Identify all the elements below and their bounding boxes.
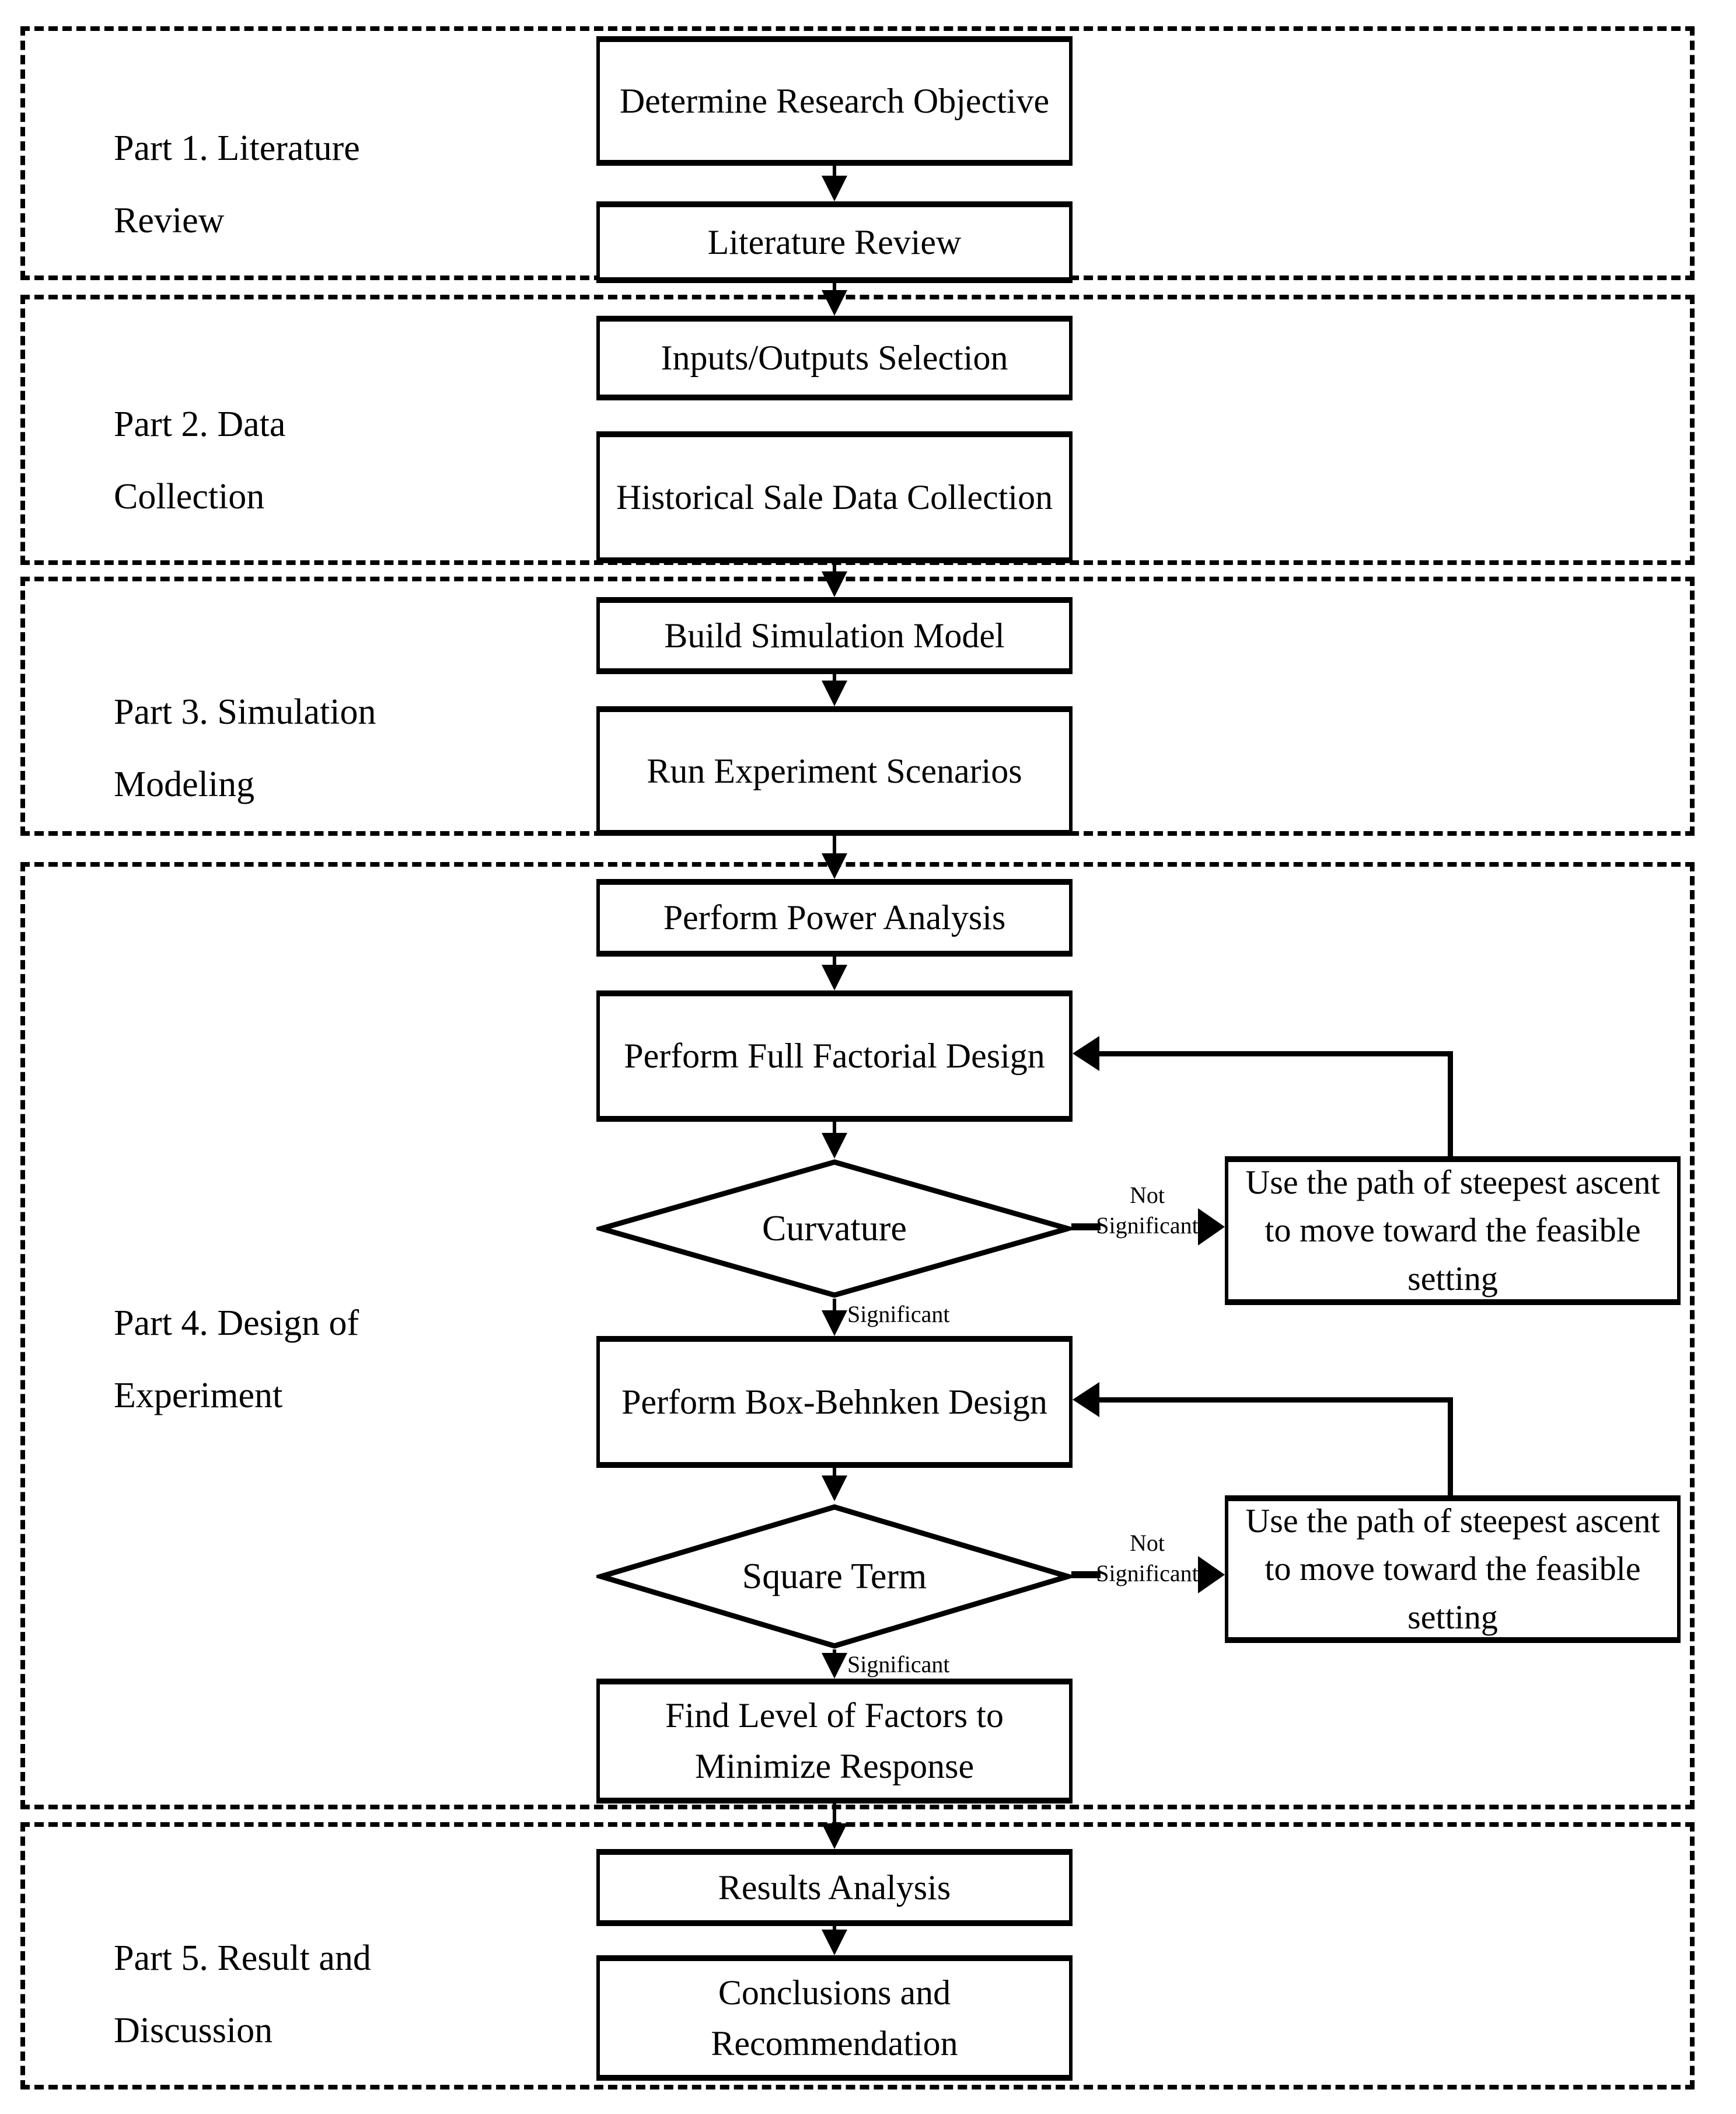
node-run-experiment-scenarios: Run Experiment Scenarios	[596, 706, 1073, 836]
node-find-level-of-factors: Find Level of Factors to Minimize Respon…	[596, 1679, 1073, 1803]
decision-square-term-label: Square Term	[742, 1556, 927, 1596]
arrow-left-icon	[1073, 1036, 1099, 1071]
decision-curvature-label: Curvature	[762, 1208, 907, 1248]
loop2-vertical-line	[1448, 1397, 1453, 1495]
node-label: Conclusions and Recommendation	[711, 1973, 958, 2063]
section-label-part-5: Part 5. Result and Discussion	[114, 1938, 371, 2050]
node-build-simulation-model: Build Simulation Model	[596, 597, 1073, 674]
edge-label-significant-2: Significant	[847, 1651, 950, 1677]
arrow-determine-to-literature	[833, 166, 836, 178]
section-label-part-4: Part 4. Design of Experiment	[114, 1303, 359, 1415]
node-determine-research-objective: Determine Research Objective	[596, 36, 1073, 166]
section-label-part-2: Part 2. Data Collection	[114, 404, 286, 517]
node-label: Determine Research Objective	[619, 81, 1050, 120]
arrow-left-icon	[1073, 1382, 1099, 1417]
arrow-right-icon	[1198, 1556, 1225, 1593]
arrow-curvature-to-boxbehnken	[833, 1299, 836, 1313]
arrow-down-icon	[822, 571, 847, 597]
arrow-down-icon	[822, 1653, 847, 1679]
arrow-down-icon	[822, 290, 847, 316]
arrow-fullfactorial-to-curvature	[833, 1122, 836, 1135]
node-label: Perform Full Factorial Design	[624, 1037, 1045, 1075]
node-perform-box-behnken-design: Perform Box-Behnken Design	[596, 1336, 1073, 1468]
arrow-right-icon	[1198, 1208, 1225, 1246]
edge-curvature-notsig-stub	[1071, 1223, 1101, 1230]
loop1-vertical-line	[1448, 1051, 1453, 1156]
section-label-part-3: Part 3. Simulation Modeling	[114, 692, 376, 804]
node-label: Results Analysis	[718, 1868, 951, 1907]
node-steepest-ascent-2: Use the path of steepest ascent to move …	[1225, 1495, 1681, 1643]
node-steepest-ascent-1: Use the path of steepest ascent to move …	[1225, 1156, 1681, 1305]
section-part-4	[20, 862, 1695, 1809]
node-perform-power-analysis: Perform Power Analysis	[596, 879, 1073, 957]
arrow-squareterm-to-findlevel	[833, 1649, 836, 1655]
node-label: Find Level of Factors to Minimize Respon…	[665, 1696, 1004, 1785]
node-label: Perform Box-Behnken Design	[621, 1382, 1047, 1421]
arrow-literature-to-inputs	[833, 283, 836, 292]
node-label: Inputs/Outputs Selection	[661, 339, 1008, 377]
node-label: Run Experiment Scenarios	[647, 751, 1022, 790]
node-label: Use the path of steepest ascent to move …	[1245, 1163, 1660, 1297]
arrow-down-icon	[822, 1930, 847, 1955]
arrow-down-icon	[822, 1310, 847, 1336]
edge-label-not-significant-2: Not Significant	[1096, 1530, 1199, 1586]
node-inputs-outputs-selection: Inputs/Outputs Selection	[596, 316, 1073, 400]
arrow-down-icon	[822, 1475, 847, 1501]
arrow-down-icon	[822, 1823, 847, 1849]
decision-square-term-diamond	[596, 1504, 1073, 1649]
node-label: Build Simulation Model	[664, 616, 1005, 655]
node-label: Literature Review	[707, 222, 962, 261]
node-perform-full-factorial-design: Perform Full Factorial Design	[596, 990, 1073, 1122]
arrow-down-icon	[822, 176, 847, 201]
arrow-historical-to-build	[833, 563, 836, 574]
loop2-horizontal-line	[1097, 1397, 1453, 1403]
node-label: Perform Power Analysis	[663, 898, 1006, 937]
arrow-build-to-run	[833, 674, 836, 683]
loop1-horizontal-line	[1097, 1051, 1453, 1056]
edge-squareterm-notsig-stub	[1071, 1571, 1101, 1578]
edge-label-significant-1: Significant	[847, 1301, 950, 1327]
arrow-run-to-power	[833, 836, 836, 856]
edge-label-not-significant-1: Not Significant	[1096, 1182, 1199, 1239]
arrow-down-icon	[822, 681, 847, 706]
node-results-analysis: Results Analysis	[596, 1849, 1073, 1926]
arrow-down-icon	[822, 965, 847, 990]
node-conclusions-recommendation: Conclusions and Recommendation	[596, 1955, 1073, 2081]
section-label-part-1: Part 1. Literature Review	[114, 128, 360, 240]
arrow-results-to-conclusions	[833, 1926, 836, 1932]
arrow-down-icon	[822, 853, 847, 879]
arrow-down-icon	[822, 1133, 847, 1159]
arrow-boxbehnken-to-squareterm	[833, 1468, 836, 1478]
decision-curvature-diamond	[596, 1159, 1073, 1298]
node-literature-review: Literature Review	[596, 201, 1073, 283]
section-part-5	[20, 1822, 1695, 2089]
node-historical-sale-data-collection: Historical Sale Data Collection	[596, 431, 1073, 563]
arrow-power-to-fullfactorial	[833, 957, 836, 967]
arrow-findlevel-to-results	[833, 1803, 836, 1826]
node-label: Use the path of steepest ascent to move …	[1245, 1501, 1660, 1636]
node-label: Historical Sale Data Collection	[616, 477, 1053, 517]
